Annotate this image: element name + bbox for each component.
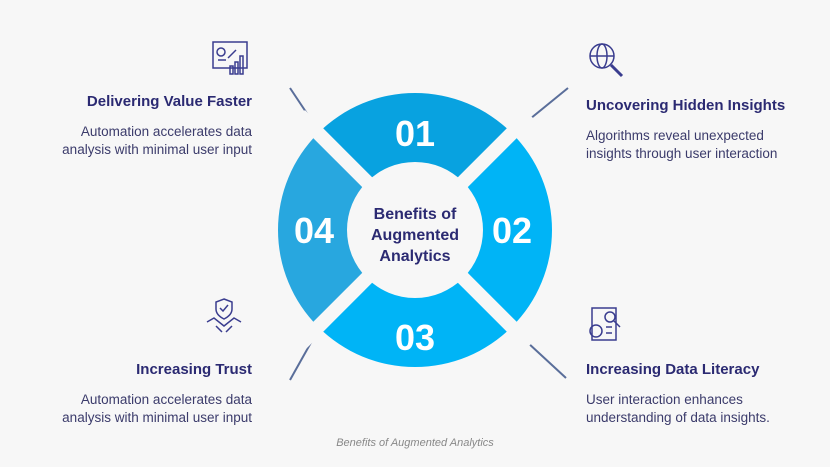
globe-search-icon <box>589 43 624 78</box>
segment-02 <box>463 133 552 327</box>
segment-01 <box>318 93 512 182</box>
item-title-data-literacy: Increasing Data Literacy <box>586 361 760 378</box>
caption: Benefits of Augmented Analytics <box>336 437 494 449</box>
presentation-chart-icon <box>212 41 248 75</box>
segment-number-02: 02 <box>492 210 532 251</box>
segment-number-01: 01 <box>395 113 435 154</box>
handshake-shield-icon <box>206 298 242 333</box>
center-title-line: Augmented <box>371 227 459 244</box>
item-title-uncovering-insights: Uncovering Hidden Insights <box>586 97 786 114</box>
segment-04 <box>278 133 367 327</box>
segment-number-03: 03 <box>395 317 435 358</box>
center-title-line: Analytics <box>379 248 450 265</box>
segment-number-04: 04 <box>294 210 334 251</box>
center-title-line: Benefits of <box>374 206 457 223</box>
segment-03 <box>318 278 512 367</box>
item-title-delivering-value: Delivering Value Faster <box>86 93 252 110</box>
item-title-increasing-trust: Increasing Trust <box>136 361 252 378</box>
report-analysis-icon <box>589 307 621 341</box>
